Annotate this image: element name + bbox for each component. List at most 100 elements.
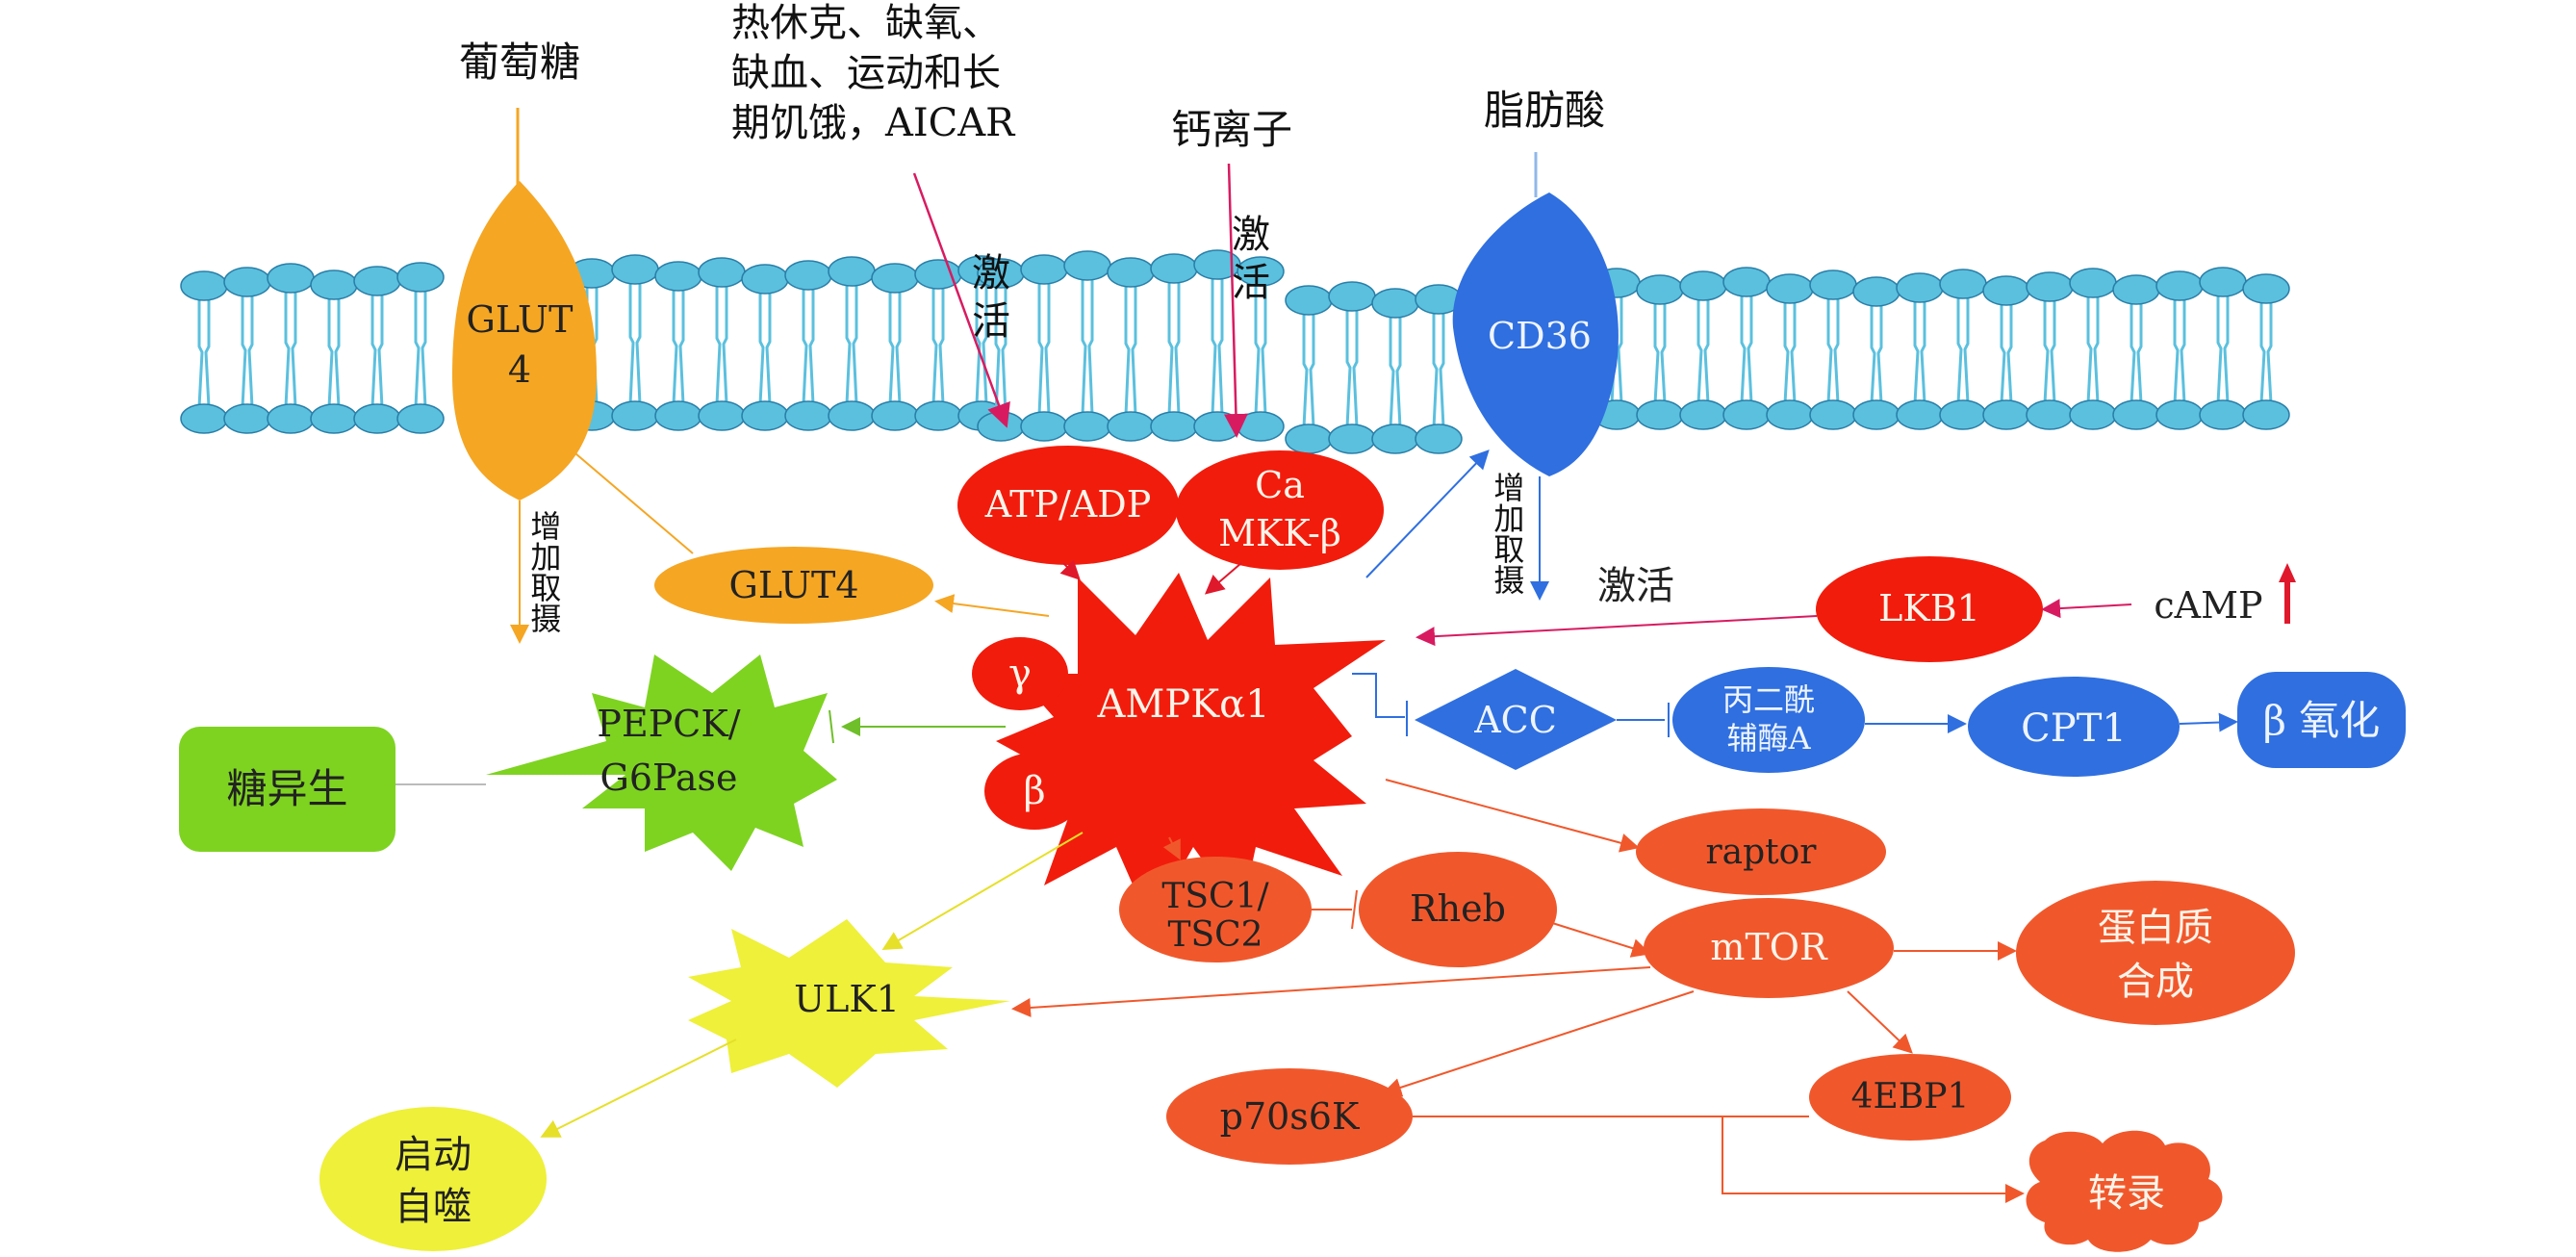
lipid-head [2112, 274, 2160, 305]
tsc-label-1: TSC1/ [1161, 877, 1269, 916]
ca-mkk-label-1: Ca [1255, 464, 1305, 506]
glut4-channel-label-1: GLUT [466, 298, 574, 341]
lipid-tail [327, 296, 341, 408]
lipid-head [828, 400, 876, 431]
lipid-head [396, 403, 445, 434]
autophagy-label-2: 自噬 [395, 1185, 472, 1229]
atp-adp-label: ATP/ADP [984, 483, 1152, 526]
lipid-tail [1696, 297, 1710, 404]
beta-ox-label: β 氧化 [2262, 697, 2381, 744]
lipid-head [353, 403, 401, 434]
ampk-to-cd36-arrow [1365, 449, 1490, 578]
lipid-head [1020, 411, 1068, 442]
lipid-head [180, 270, 228, 301]
mtor-to-4ebp1-arrow [1847, 990, 1913, 1054]
stress-arrow [912, 172, 1010, 428]
lipid-head [2242, 273, 2290, 304]
lipid-tail [1345, 308, 1359, 428]
lipid-tail [1740, 294, 1753, 404]
lipid-head [1107, 411, 1155, 442]
lipid-head [1852, 399, 1900, 430]
lipid-tail [1302, 312, 1315, 428]
beta-ox-node [2237, 672, 2406, 768]
lkb1-to-ampk-arrow [1416, 615, 1818, 647]
rheb-inhibit-bar [1351, 889, 1358, 930]
gluconeo-label: 糖异生 [226, 765, 348, 812]
ca-mkk-node [1176, 450, 1384, 570]
lipid-head [2199, 399, 2247, 430]
cpt1-node [1968, 677, 2180, 777]
lipid-tail [715, 284, 728, 405]
lipid-head [2155, 399, 2204, 430]
acc-label: ACC [1474, 699, 1557, 741]
lipid-tail [758, 291, 772, 405]
lipid-head [2026, 399, 2074, 430]
lipid-head [741, 264, 789, 295]
ampk-to-raptor-arrow [1385, 779, 1640, 853]
lipid-head [1285, 423, 1333, 454]
lipid-head [784, 260, 832, 291]
activate-mid-1: 激 [1232, 213, 1270, 257]
atp-to-ampk-arrow [1059, 559, 1081, 580]
p70s6k-label: p70s6K [1219, 1095, 1360, 1138]
protein-label-1: 蛋白质 [2098, 906, 2213, 950]
lipid-head [1852, 276, 1900, 307]
cd36-receptor [1452, 192, 1619, 476]
lipid-tail [802, 287, 815, 405]
ampk-star-shape [996, 573, 1386, 924]
calcium-label: 钙离子 [1170, 106, 1292, 153]
ulk1-label: ULK1 [794, 978, 900, 1020]
mtor-node [1644, 898, 1894, 998]
lipid-tail [2173, 297, 2186, 404]
lipid-head [611, 254, 659, 285]
lipid-head [1939, 269, 1987, 299]
cell-membrane [180, 249, 2290, 454]
protein-node [2016, 881, 2295, 1025]
lipid-head [1328, 281, 1376, 312]
lipid-tail [628, 281, 642, 405]
lipid-head [223, 403, 271, 434]
lipid-tail [284, 290, 297, 408]
lipid-head [353, 266, 401, 296]
glut4-uptake-label: 增加取摄 [525, 510, 563, 633]
lipid-head [1415, 423, 1463, 454]
stress-label-line2: 缺血、运动和长 [731, 51, 1001, 95]
lipid-head [223, 267, 271, 297]
lipid-head [1020, 254, 1068, 285]
lipid-tail [370, 293, 384, 408]
cd36-uptake-label: 增加取摄 [1489, 472, 1526, 595]
lipid-head [267, 263, 315, 294]
beta-label: β [1023, 769, 1046, 813]
lipid-head [2155, 270, 2204, 301]
lipid-head [2026, 271, 2074, 302]
lipid-tail [1783, 300, 1797, 404]
lipid-tail [414, 289, 427, 408]
lipid-tail [1913, 299, 1926, 404]
lipid-tail [994, 285, 1007, 416]
lipid-head [871, 263, 919, 294]
ampk-to-tsc-arrow [1162, 836, 1181, 860]
raptor-node [1636, 808, 1886, 895]
lipid-head [1063, 411, 1111, 442]
mtor-to-ulk1-arrow [1011, 966, 1651, 1017]
lipid-tail [241, 294, 254, 408]
ampk-label: AMPKα1 [1097, 682, 1270, 727]
lipid-tail [975, 282, 988, 405]
ca-to-ampk-arrow [1204, 562, 1242, 595]
gamma-label: γ [1008, 652, 1032, 696]
lipid-tail [2216, 294, 2230, 404]
lipid-tail [2043, 298, 2056, 404]
autophagy-node [319, 1107, 547, 1251]
lipid-head [1766, 399, 1814, 430]
ulk1-to-autophagy-arrow [540, 1039, 737, 1138]
lipid-head [654, 261, 702, 292]
lipid-head [2242, 399, 2290, 430]
lipid-head [2112, 399, 2160, 430]
lipid-head [828, 256, 876, 287]
lipid-head [914, 400, 962, 431]
activate-left-2: 活 [972, 299, 1010, 344]
lkb1-label: LKB1 [1878, 587, 1980, 629]
branch-to-transcription-arrow [1722, 1116, 2025, 1203]
ebp1-label: 4EBP1 [1850, 1077, 1970, 1116]
ebp1-node [1809, 1054, 2011, 1141]
